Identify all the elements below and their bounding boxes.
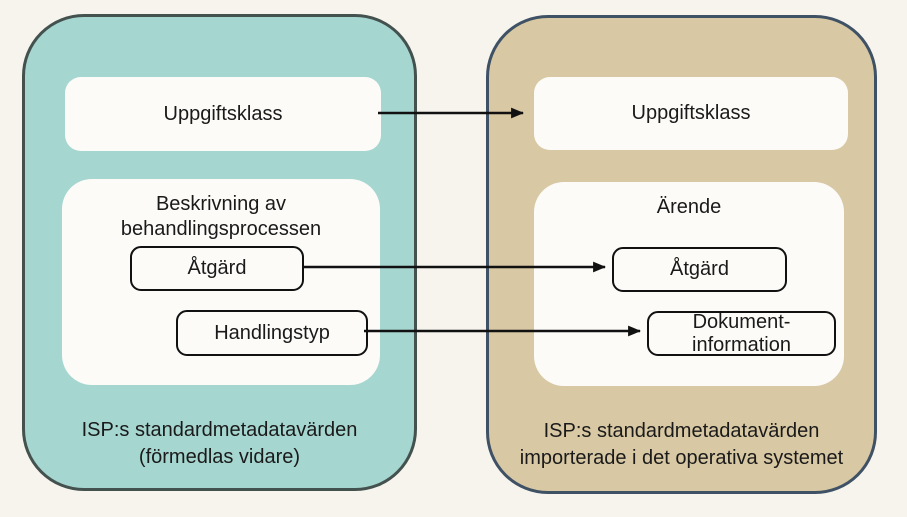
atgard-box-right: Åtgärd xyxy=(612,247,787,292)
atgard-label-right: Åtgärd xyxy=(670,258,729,280)
arende-title: Ärende xyxy=(656,196,722,218)
uppgiftsklass-box-left: Uppgiftsklass xyxy=(65,77,381,151)
isp-source-panel: Uppgiftsklass Beskrivning av behandlings… xyxy=(22,14,417,491)
uppgiftsklass-box-right: Uppgiftsklass xyxy=(534,77,848,150)
operational-system-panel: Uppgiftsklass Ärende Åtgärd Dokument- in… xyxy=(486,15,877,494)
atgard-label-left: Åtgärd xyxy=(187,257,247,279)
uppgiftsklass-label-left: Uppgiftsklass xyxy=(163,102,283,125)
process-description-title: Beskrivning av behandlingsprocessen xyxy=(120,193,322,240)
dokument-information-box: Dokument- information xyxy=(647,311,836,356)
process-description-box: Beskrivning av behandlingsprocessen Åtgä… xyxy=(62,179,380,385)
handlingstyp-box: Handlingstyp xyxy=(176,310,368,356)
right-caption: ISP:s standardmetadatavärden importerade… xyxy=(519,420,844,469)
uppgiftsklass-label-right: Uppgiftsklass xyxy=(631,102,751,124)
atgard-box-left: Åtgärd xyxy=(130,246,304,291)
left-caption: ISP:s standardmetadatavärden (förmedlas … xyxy=(81,419,358,468)
handlingstyp-label: Handlingstyp xyxy=(214,321,330,344)
arende-box: Ärende Åtgärd Dokument- information xyxy=(534,182,844,386)
